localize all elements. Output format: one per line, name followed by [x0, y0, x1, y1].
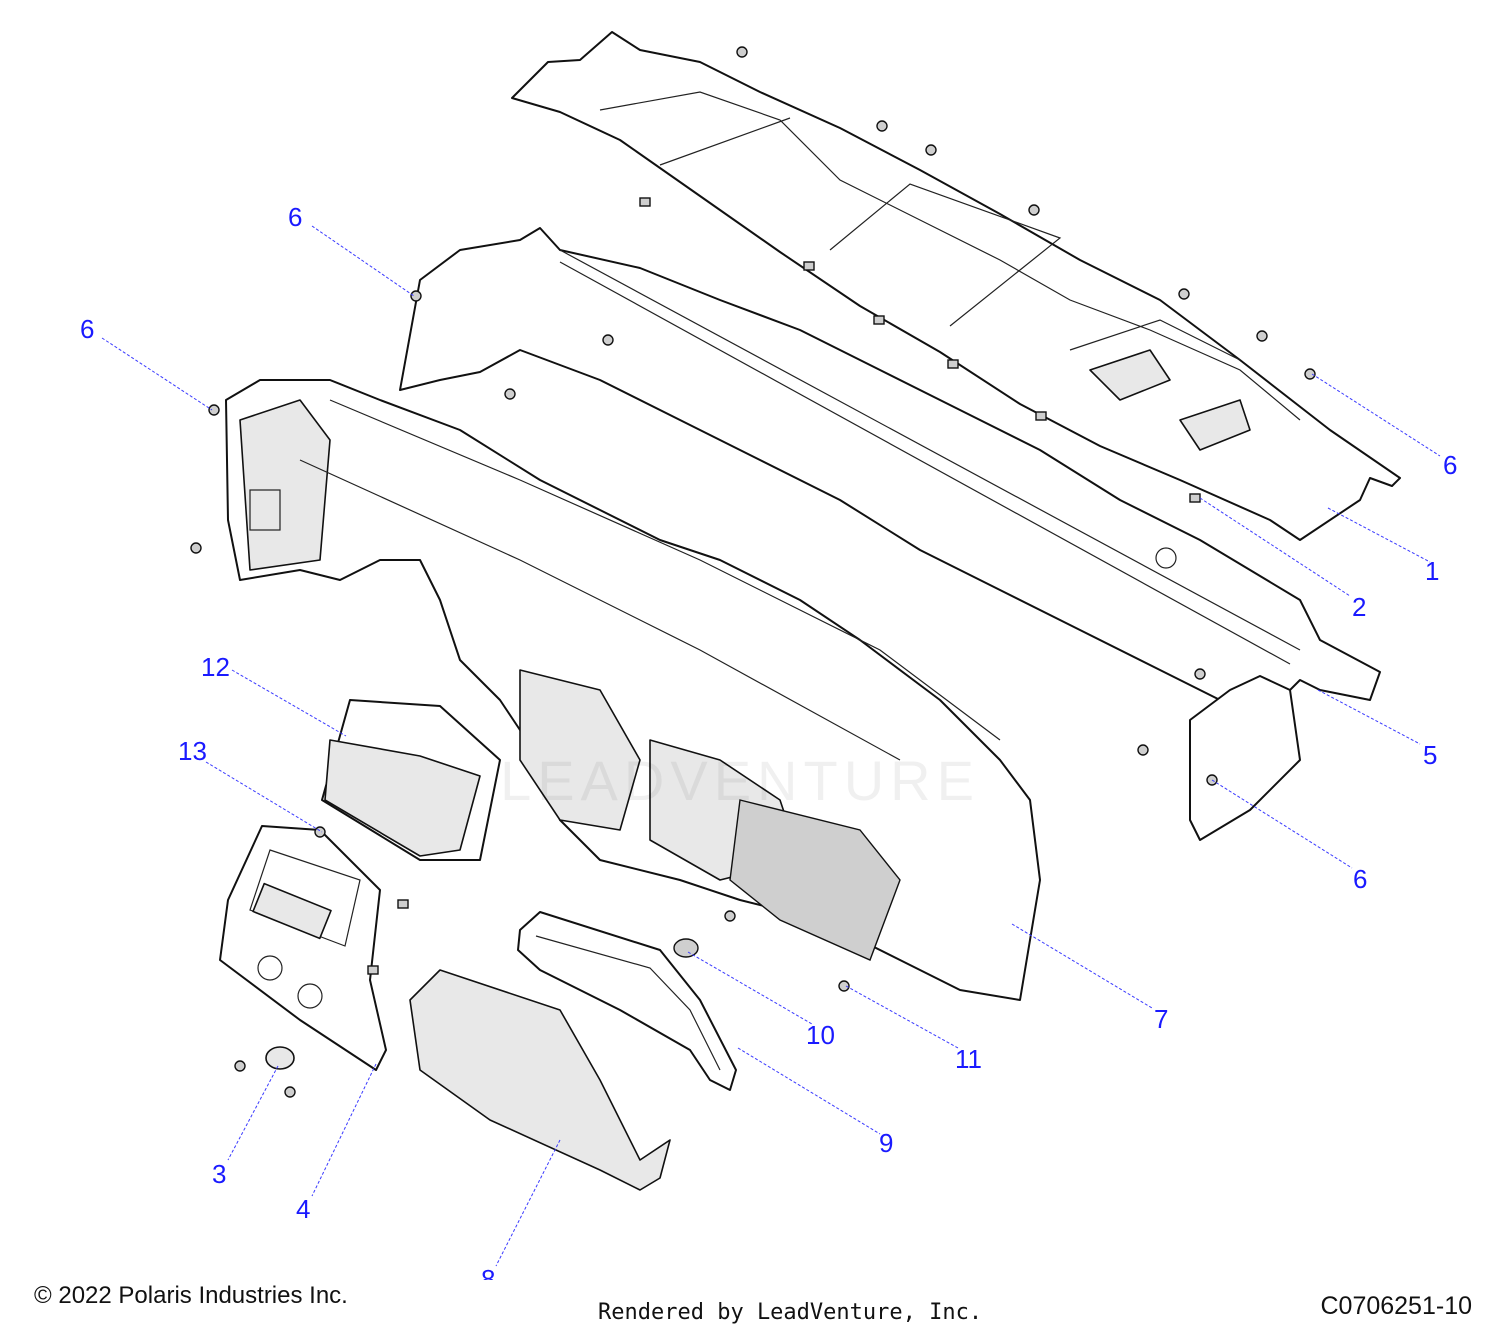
- fasteners: [190, 46, 1316, 1098]
- callout-13: 13: [178, 736, 207, 766]
- callout-3: 3: [212, 1159, 226, 1189]
- part-rear-dash-panel: [399, 227, 1381, 721]
- callout-labels: 1 2 3 4 5 6 6 6 6 7 8 9 10 11 12 13: [80, 202, 1457, 1280]
- part-main-dash-frame: [225, 379, 1041, 1001]
- callout-2: 2: [1352, 592, 1366, 622]
- part-right-bracket: [1189, 675, 1301, 841]
- part-seal: [517, 911, 737, 1091]
- callout-11: 11: [955, 1044, 982, 1074]
- callout-6-b: 6: [80, 314, 94, 344]
- part-upper-dash-cover: [511, 31, 1401, 541]
- callout-6-c: 6: [1443, 450, 1457, 480]
- drawing-number: C0706251-10: [1320, 1292, 1472, 1320]
- callout-7: 7: [1154, 1004, 1168, 1034]
- leader-lines: [101, 225, 1441, 1267]
- copyright-notice: © 2022 Polaris Industries Inc.: [34, 1282, 348, 1309]
- callout-9: 9: [879, 1128, 893, 1158]
- part-cap: [265, 1046, 295, 1070]
- callout-12: 12: [201, 652, 230, 682]
- watermark: LEADVENTURE: [500, 749, 980, 812]
- part-grommet: [673, 938, 699, 958]
- callout-10: 10: [806, 1020, 835, 1050]
- callout-4: 4: [296, 1194, 310, 1224]
- parts-diagram: LEADVENTURE 1 2 3 4 5 6 6 6 6 7 8 9 10 1…: [80, 31, 1457, 1280]
- callout-6-d: 6: [1353, 864, 1367, 894]
- part-storage-bin: [321, 699, 501, 861]
- callout-5: 5: [1423, 740, 1437, 770]
- callout-1: 1: [1425, 556, 1439, 586]
- callout-6-a: 6: [288, 202, 302, 232]
- part-glove-box-door: [409, 969, 671, 1191]
- callout-8: 8: [481, 1264, 495, 1280]
- rendered-by-credit: Rendered by LeadVenture, Inc.: [598, 1300, 983, 1325]
- part-switch-panel: [219, 825, 387, 1071]
